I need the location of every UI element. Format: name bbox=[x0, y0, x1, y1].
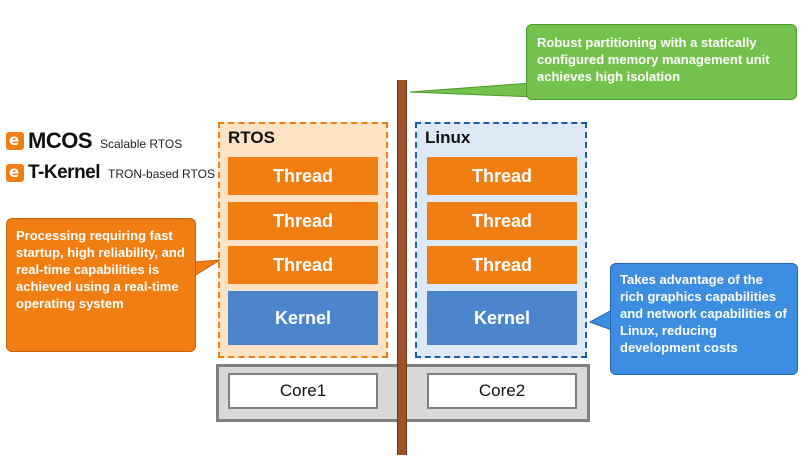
linux-thread: Thread bbox=[427, 246, 577, 284]
mcos-logo-name: MCOS bbox=[28, 128, 93, 153]
partition-divider bbox=[397, 80, 407, 455]
orange-callout-tail bbox=[193, 259, 221, 277]
rtos-callout: Processing requiring fast startup, high … bbox=[6, 218, 196, 352]
linux-partition: Linux Thread Thread Thread Kernel bbox=[415, 122, 587, 358]
mcos-logo: MCOS Scalable RTOS bbox=[6, 128, 182, 154]
linux-kernel: Kernel bbox=[427, 291, 577, 345]
rtos-kernel: Kernel bbox=[228, 291, 378, 345]
rtos-title: RTOS bbox=[228, 128, 275, 147]
blue-callout-tail bbox=[588, 309, 613, 331]
isolation-callout: Robust partitioning with a statically co… bbox=[526, 24, 797, 100]
rtos-partition: RTOS Thread Thread Thread Kernel bbox=[218, 122, 388, 358]
tkernel-logo: T-Kernel TRON-based RTOS bbox=[6, 162, 215, 184]
rtos-thread: Thread bbox=[228, 202, 378, 240]
tkernel-subtitle: TRON-based RTOS bbox=[108, 167, 215, 181]
linux-callout: Takes advantage of the rich graphics cap… bbox=[610, 263, 798, 375]
mcos-subtitle: Scalable RTOS bbox=[100, 137, 183, 151]
esol-logo-icon bbox=[6, 163, 24, 182]
core2-box: Core2 bbox=[427, 373, 577, 409]
linux-title: Linux bbox=[425, 128, 471, 147]
linux-thread: Thread bbox=[427, 157, 577, 195]
rtos-thread: Thread bbox=[228, 157, 378, 195]
tkernel-logo-name: T-Kernel bbox=[28, 162, 101, 183]
esol-logo-icon bbox=[6, 131, 24, 150]
linux-thread: Thread bbox=[427, 202, 577, 240]
rtos-thread: Thread bbox=[228, 246, 378, 284]
core1-box: Core1 bbox=[228, 373, 378, 409]
